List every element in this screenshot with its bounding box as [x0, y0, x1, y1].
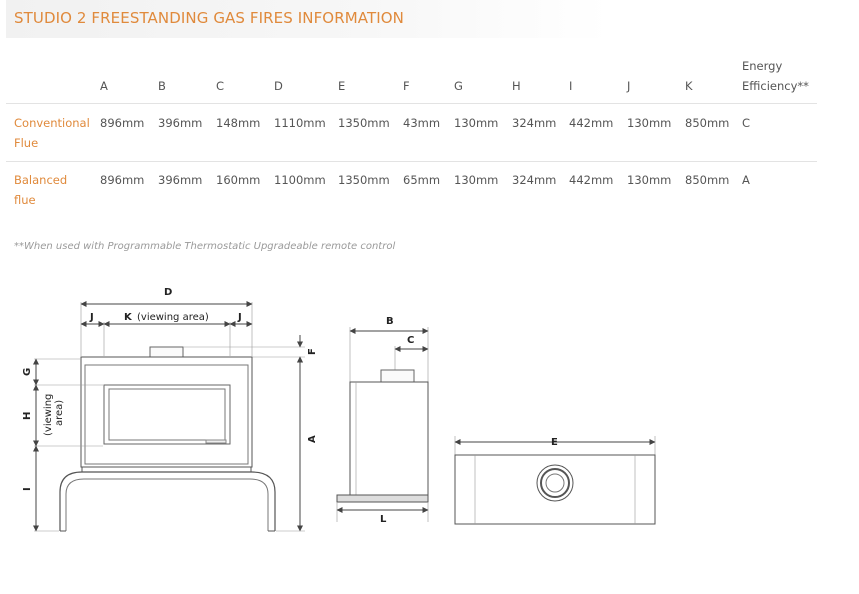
header-energy-line2: Efficiency** — [742, 79, 809, 93]
table-cell: 324mm — [512, 173, 557, 187]
dim-label-i: I — [22, 487, 33, 491]
table-cell-efficiency: C — [742, 116, 751, 130]
table-cell: 896mm — [100, 116, 145, 130]
dim-label-c: C — [407, 335, 414, 346]
header-i: I — [569, 79, 573, 93]
front-view — [33, 301, 305, 532]
dim-label-h: H — [22, 412, 33, 420]
dim-label-e: E — [551, 437, 558, 448]
table-cell: 396mm — [158, 173, 203, 187]
header-e: E — [338, 79, 346, 93]
table-cell: 1100mm — [274, 173, 326, 187]
table-cell: 442mm — [569, 173, 614, 187]
table-cell: 396mm — [158, 116, 203, 130]
header-d: D — [274, 79, 283, 93]
page-title: STUDIO 2 FREESTANDING GAS FIRES INFORMAT… — [14, 9, 404, 27]
table-cell: 148mm — [216, 116, 261, 130]
table-cell: 65mm — [403, 173, 441, 187]
header-c: C — [216, 79, 225, 93]
top-view — [454, 436, 656, 525]
table-cell: 130mm — [454, 173, 499, 187]
row-label-conventional-1: Conventional — [14, 116, 90, 130]
dim-label-l: L — [380, 514, 387, 525]
table-cell: 850mm — [685, 173, 730, 187]
table-divider — [6, 103, 817, 104]
table-cell: 442mm — [569, 116, 614, 130]
dim-label-f: F — [307, 348, 318, 355]
table-divider — [6, 161, 817, 162]
dim-label-h-note-2: area) — [54, 400, 65, 426]
table-cell: 130mm — [627, 173, 672, 187]
side-view — [336, 327, 429, 522]
dim-label-k-note: (viewing area) — [137, 312, 209, 323]
title-bar — [6, 0, 610, 38]
footnote: **When used with Programmable Thermostat… — [14, 241, 396, 252]
dim-label-a: A — [307, 435, 318, 443]
header-g: G — [454, 79, 463, 93]
header-k: K — [685, 79, 693, 93]
dim-label-g: G — [22, 368, 33, 376]
dim-label-j-left: J — [89, 312, 94, 323]
dim-label-h-note-1: (viewing — [43, 394, 54, 436]
table-cell-efficiency: A — [742, 173, 750, 187]
table-cell: 324mm — [512, 116, 557, 130]
header-j: J — [627, 79, 631, 93]
table-cell: 1110mm — [274, 116, 326, 130]
dim-label-k: K — [124, 312, 133, 323]
header-a: A — [100, 79, 108, 93]
table-cell: 1350mm — [338, 116, 390, 130]
row-label-balanced-1: Balanced — [14, 173, 68, 187]
table-cell: 896mm — [100, 173, 145, 187]
row-label-balanced-2: flue — [14, 193, 36, 207]
header-energy-line1: Energy — [742, 59, 783, 73]
table-cell: 1350mm — [338, 173, 390, 187]
table-cell: 130mm — [627, 116, 672, 130]
table-cell: 130mm — [454, 116, 499, 130]
table-cell: 43mm — [403, 116, 441, 130]
header-b: B — [158, 79, 166, 93]
dim-label-j-right: J — [237, 312, 242, 323]
table-cell: 850mm — [685, 116, 730, 130]
dim-label-b: B — [386, 316, 394, 327]
row-label-conventional-2: Flue — [14, 136, 39, 150]
header-h: H — [512, 79, 521, 93]
table-cell: 160mm — [216, 173, 261, 187]
dim-label-d: D — [164, 287, 172, 298]
header-f: F — [403, 79, 410, 93]
